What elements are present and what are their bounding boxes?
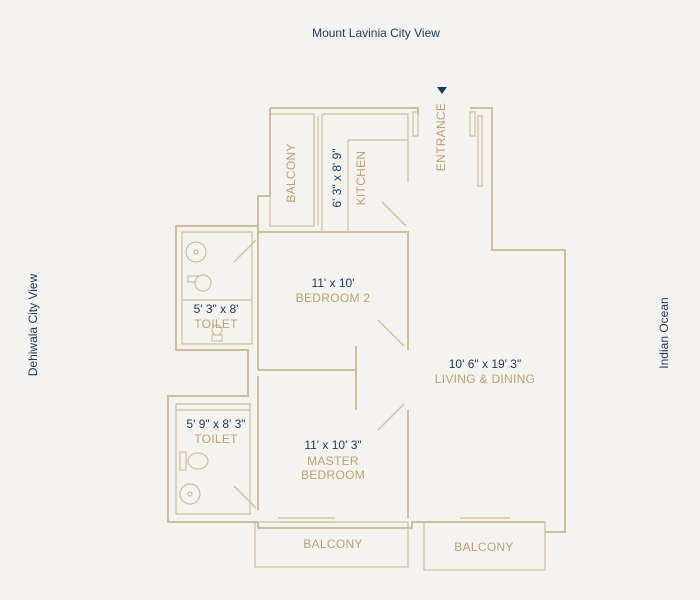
interior-walls [175,113,409,518]
doors [233,111,483,509]
entrance-arrow-icon [437,87,447,94]
toilet1-dims: 5' 3" x 8' [194,302,239,316]
toilet2-fixtures [179,451,209,505]
balcony-bottom-left-label: BALCONY [303,537,362,551]
water-closet-icon [179,451,209,471]
view-label-west: Dehiwala City View [26,273,40,376]
kitchen-label: KITCHEN [354,151,368,206]
living-label: LIVING & DINING [435,372,536,386]
master-dims: 11' x 10' 3" [304,438,361,452]
entrance-label: ENTRANCE [434,103,448,171]
view-label-east: Indian Ocean [657,297,671,368]
living-dims: 10' 6" x 19' 3" [449,357,521,371]
toilet2-dims: 5' 9" x 8' 3" [186,417,245,431]
toilet2-label: TOILET [194,432,238,446]
view-label-north: Mount Lavinia City View [312,26,440,40]
master-label-line1: MASTER [307,454,359,468]
toilet1-label: TOILET [194,317,238,331]
bedroom2-label: BEDROOM 2 [296,291,371,305]
bidet-icon [211,324,223,342]
balcony-top-label: BALCONY [284,143,298,202]
water-closet-icon [187,274,212,292]
kitchen-dims: 6' 3" x 8' 9" [330,148,344,207]
master-label-line2: BEDROOM [301,468,365,482]
balconies [254,113,546,571]
balcony-bottom-right-label: BALCONY [454,540,513,554]
bedroom2-dims: 11' x 10' [311,276,354,290]
toilet1-fixtures [185,241,223,342]
